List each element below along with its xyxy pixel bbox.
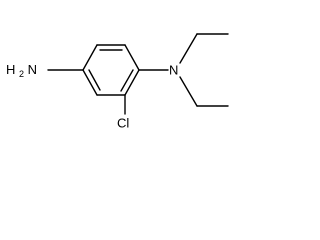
- ring-double-bond-left: [88, 69, 101, 91]
- ethyl-upper-ch2-bond: [179, 33, 198, 64]
- ethyl-lower-ch2-bond: [179, 76, 198, 107]
- ring-double-bond-right: [120, 69, 134, 92]
- amine-hydrogen-label: H: [6, 62, 15, 77]
- ring-bond-top-right-to-right: [124, 44, 140, 71]
- ring-bond-right-to-bottom-right: [124, 69, 140, 96]
- tertiary-nitrogen-label: N: [169, 62, 178, 77]
- structure-diagram: H 2 N N Cl: [6, 33, 229, 130]
- ring-bond-bottom-left-to-left: [82, 69, 98, 96]
- ring-bond-left-to-top-left: [82, 44, 98, 71]
- amine-label: H 2 N: [6, 62, 37, 81]
- amine-subscript-label: 2: [19, 69, 24, 79]
- amine-nitrogen-label: N: [28, 62, 37, 77]
- benzene-ring: [82, 44, 140, 96]
- chlorine-label: Cl: [117, 115, 129, 130]
